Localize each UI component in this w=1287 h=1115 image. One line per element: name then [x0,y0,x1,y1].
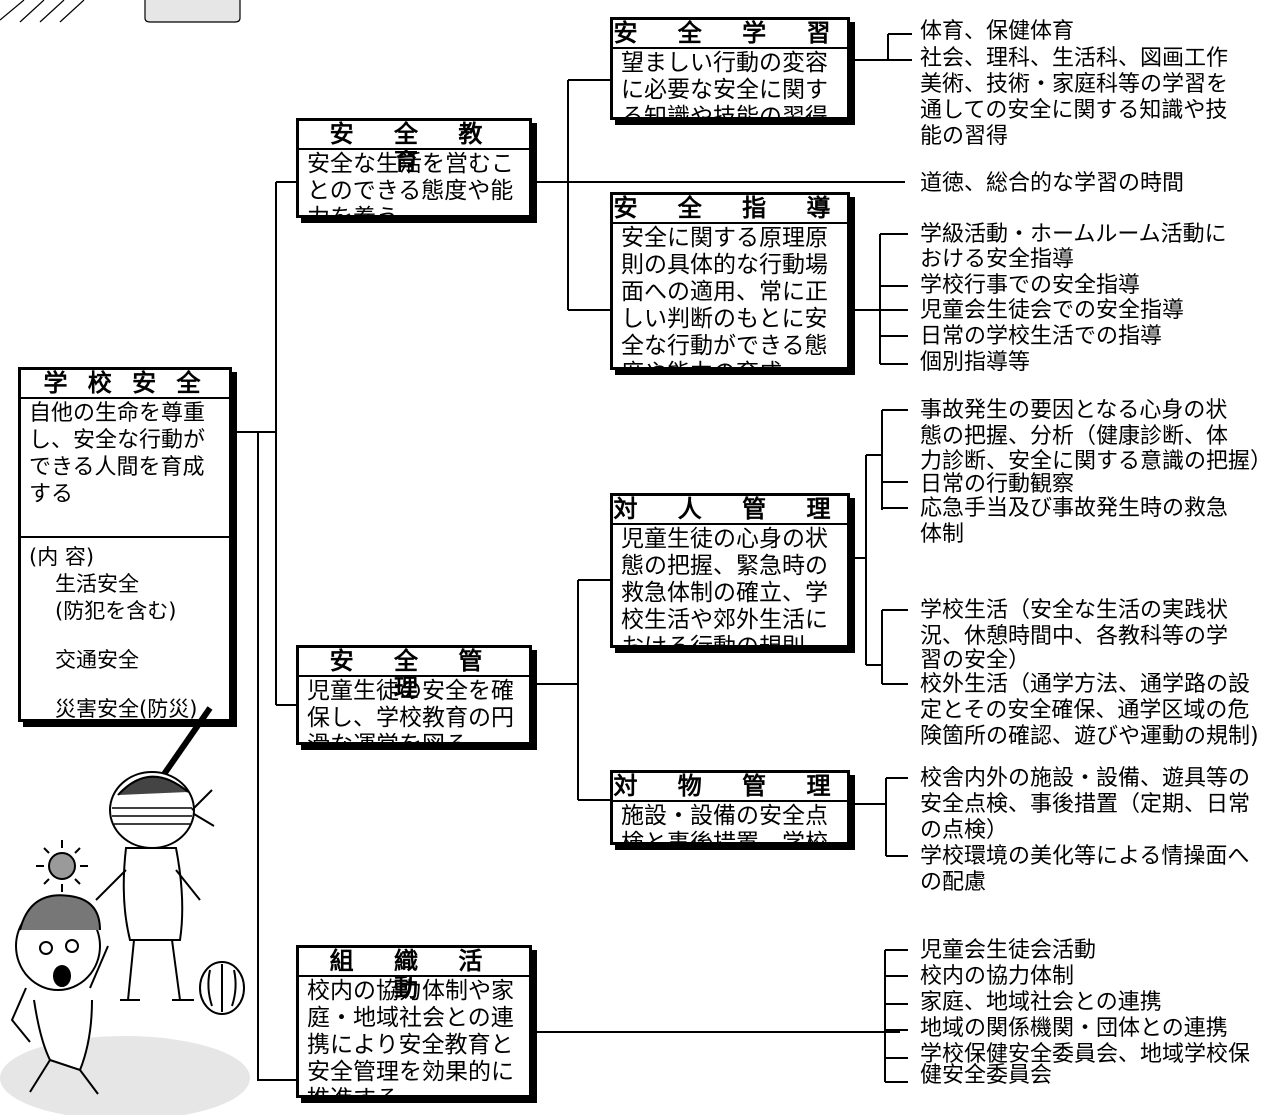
organization-activity-box: 組 織 活 動 校内の協力体制や家庭・地域社会との連携により安全教育と安全管理を… [296,945,532,1098]
guidance-item-4: 児童会生徒会での安全指導 [920,298,1185,323]
corner-decoration [0,0,241,23]
person-item-a3: 力診断、安全に関する意識の把握） [920,449,1273,474]
person-item-a2: 態の把握、分析（健康診断、体 [920,424,1229,449]
object-item-3: の点検） [920,818,1009,843]
guidance-item-5: 日常の学校生活での指導 [920,324,1163,349]
guidance-item-2: おける安全指導 [920,247,1075,272]
person-management-box: 対 人 管 理 児童生徒の心身の状態の把握、緊急時の救急体制の確立、学校生活や郊… [610,493,850,648]
org-item-6: 健安全委員会 [920,1063,1053,1088]
person-item-a4: 日常の行動観察 [920,472,1075,497]
children-playing-illustration [0,706,250,1115]
learning-item-5: 能の習得 [920,124,1009,149]
contents-item-disaster: 災害安全(防災) [55,697,198,721]
safety-management-box: 安 全 管 理 児童生徒の安全を確保し、学校教育の円滑な運営を図る [296,645,532,745]
safety-education-title: 安 全 教 育 [299,121,529,175]
contents-item-life: 生活安全 [55,572,139,596]
object-management-box: 対 物 管 理 施設・設備の安全点検と事後措置、学校環境の美化 [610,770,850,845]
safety-guidance-desc: 安全に関する原理原則の具体的な行動場面への適用、常に正しい判断のもとに安全な行動… [621,225,828,367]
org-item-3: 家庭、地域社会との連携 [920,990,1162,1015]
object-management-desc: 施設・設備の安全点検と事後措置、学校環境の美化 [621,803,828,845]
organization-activity-desc: 校内の協力体制や家庭・地域社会との連携により安全教育と安全管理を効果的に推進する [307,978,514,1095]
safety-learning-title: 安 全 学 習 [613,19,847,49]
person-item-b3: 習の安全） [920,648,1031,673]
moral-item: 道徳、総合的な学習の時間 [920,171,1185,196]
person-item-b2: 況、休憩時間中、各教科等の学 [920,624,1229,649]
school-safety-title: 学 校 安 全 [21,370,229,399]
object-item-2: 安全点検、事後措置（定期、日常 [920,792,1251,817]
person-item-a6: 体制 [920,522,965,547]
org-item-5: 学校保健安全委員会、地域学校保 [920,1042,1251,1067]
object-item-1: 校舎内外の施設・設備、遊具等の [920,766,1251,791]
safety-guidance-box: 安 全 指 導 安全に関する原理原則の具体的な行動場面への適用、常に正しい判断の… [610,192,850,370]
learning-item-1: 体育、保健体育 [920,19,1075,44]
org-item-2: 校内の協力体制 [920,964,1075,989]
person-item-b1: 学校生活（安全な生活の実践状 [920,598,1229,623]
contents-list: (内 容) 生活安全 (防犯を含む) 交通安全 災害安全(防災) [21,536,229,721]
school-safety-desc: 自他の生命を尊重し、安全な行動ができる人間を育成する [29,401,206,507]
object-item-5: の配慮 [920,870,987,895]
org-item-4: 地域の関係機関・団体との連携 [920,1016,1228,1041]
object-item-4: 学校環境の美化等による情操面へ [920,844,1250,869]
contents-item-crime: (防犯を含む) [55,599,177,623]
org-item-1: 児童会生徒会活動 [920,938,1097,963]
learning-item-3: 美術、技術・家庭科等の学習を [920,72,1229,97]
contents-head: (内 容) [29,545,95,569]
safety-guidance-title: 安 全 指 導 [613,194,847,224]
guidance-item-1: 学級活動・ホームルーム活動に [920,222,1227,247]
person-management-desc: 児童生徒の心身の状態の把握、緊急時の救急体制の確立、学校生活や郊外生活における行… [621,526,828,648]
person-item-a5: 応急手当及び事故発生時の救急 [920,496,1229,521]
guidance-item-3: 学校行事での安全指導 [920,273,1141,298]
school-safety-box: 学 校 安 全 自他の生命を尊重し、安全な行動ができる人間を育成する (内 容)… [18,367,232,722]
safety-learning-desc: 望ましい行動の変容に必要な安全に関する知識や技能の習得 [621,50,828,120]
safety-education-desc: 安全な生活を営むことのできる態度や能力を養う [307,151,514,218]
object-management-title: 対 物 管 理 [613,772,847,802]
person-item-b5: 定とその安全確保、通学区域の危 [920,698,1250,723]
safety-management-desc: 児童生徒の安全を確保し、学校教育の円滑な運営を図る [307,678,514,745]
safety-management-title: 安 全 管 理 [299,648,529,702]
person-management-title: 対 人 管 理 [613,495,847,525]
learning-item-4: 通しての安全に関する知識や技 [920,98,1228,123]
contents-item-traffic: 交通安全 [55,648,139,672]
person-item-b6: 険箇所の確認、遊びや運動の規制) [920,724,1259,749]
person-item-a1: 事故発生の要因となる心身の状 [920,398,1228,423]
person-item-b4: 校外生活（通学方法、通学路の設 [920,672,1251,697]
organization-activity-title: 組 織 活 動 [299,948,529,1002]
safety-education-box: 安 全 教 育 安全な生活を営むことのできる態度や能力を養う [296,118,532,218]
learning-item-2: 社会、理科、生活科、図画工作 [920,46,1229,71]
safety-learning-box: 安 全 学 習 望ましい行動の変容に必要な安全に関する知識や技能の習得 [610,17,850,120]
guidance-item-6: 個別指導等 [920,350,1031,375]
